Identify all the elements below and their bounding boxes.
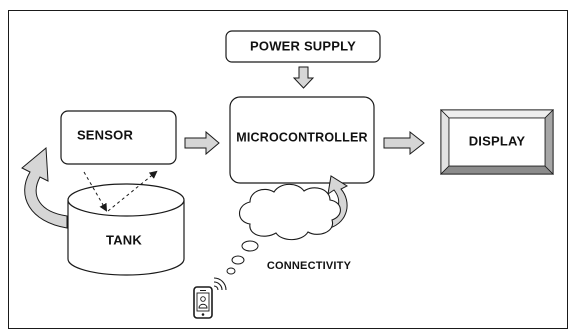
display-label: DISPLAY — [469, 133, 526, 148]
wifi-arc-1 — [213, 285, 219, 291]
arrow-power-to-mcu — [292, 66, 315, 89]
phone-user-body — [198, 303, 208, 309]
sensor-block: SENSOR — [60, 110, 177, 165]
smartphone-wifi-icon — [193, 277, 227, 319]
display-screen — [448, 117, 546, 167]
tank-top — [67, 183, 185, 217]
cloud-bubble-large — [241, 240, 259, 252]
power-supply-block: POWER SUPPLY — [225, 30, 381, 63]
sensor-box — [60, 110, 177, 165]
wifi-arc-2 — [213, 281, 223, 291]
phone-user-head — [200, 296, 206, 302]
display-bevel-left — [440, 109, 450, 175]
curved-arrow-tank-to-sensor — [21, 146, 68, 229]
cloud-bubble-small — [226, 267, 236, 275]
microcontroller-label: MICROCONTROLLER — [236, 130, 367, 144]
tank-label: TANK — [106, 232, 142, 247]
sensor-label: SENSOR — [77, 127, 134, 142]
arrow-mcu-to-display — [383, 130, 425, 156]
microcontroller-box — [229, 96, 375, 184]
connectivity-cloud — [226, 183, 341, 275]
display-bevel-right — [544, 109, 554, 175]
figure-frame — [8, 10, 568, 329]
display-bevel-top — [440, 109, 554, 119]
power-supply-box — [225, 30, 381, 63]
connectivity-label: CONNECTIVITY — [267, 260, 352, 272]
sensor-emit-dashed-arrow — [83, 171, 108, 212]
tank-body — [67, 200, 185, 276]
wifi-arc-3 — [213, 277, 227, 291]
sensor-return-dashed-arrow — [107, 170, 158, 212]
display-bevel-bottom — [440, 165, 554, 175]
cloud-bubble-medium — [231, 255, 245, 265]
arrow-sensor-to-mcu — [184, 130, 220, 156]
phone-screen — [196, 292, 210, 312]
microcontroller-block: MICROCONTROLLER — [229, 96, 375, 184]
cloud-shape — [238, 183, 341, 241]
tank-cylinder: TANK — [67, 183, 185, 276]
power-supply-label: POWER SUPPLY — [250, 38, 356, 53]
phone-home-button — [201, 313, 205, 316]
display-block: DISPLAY — [440, 109, 554, 175]
